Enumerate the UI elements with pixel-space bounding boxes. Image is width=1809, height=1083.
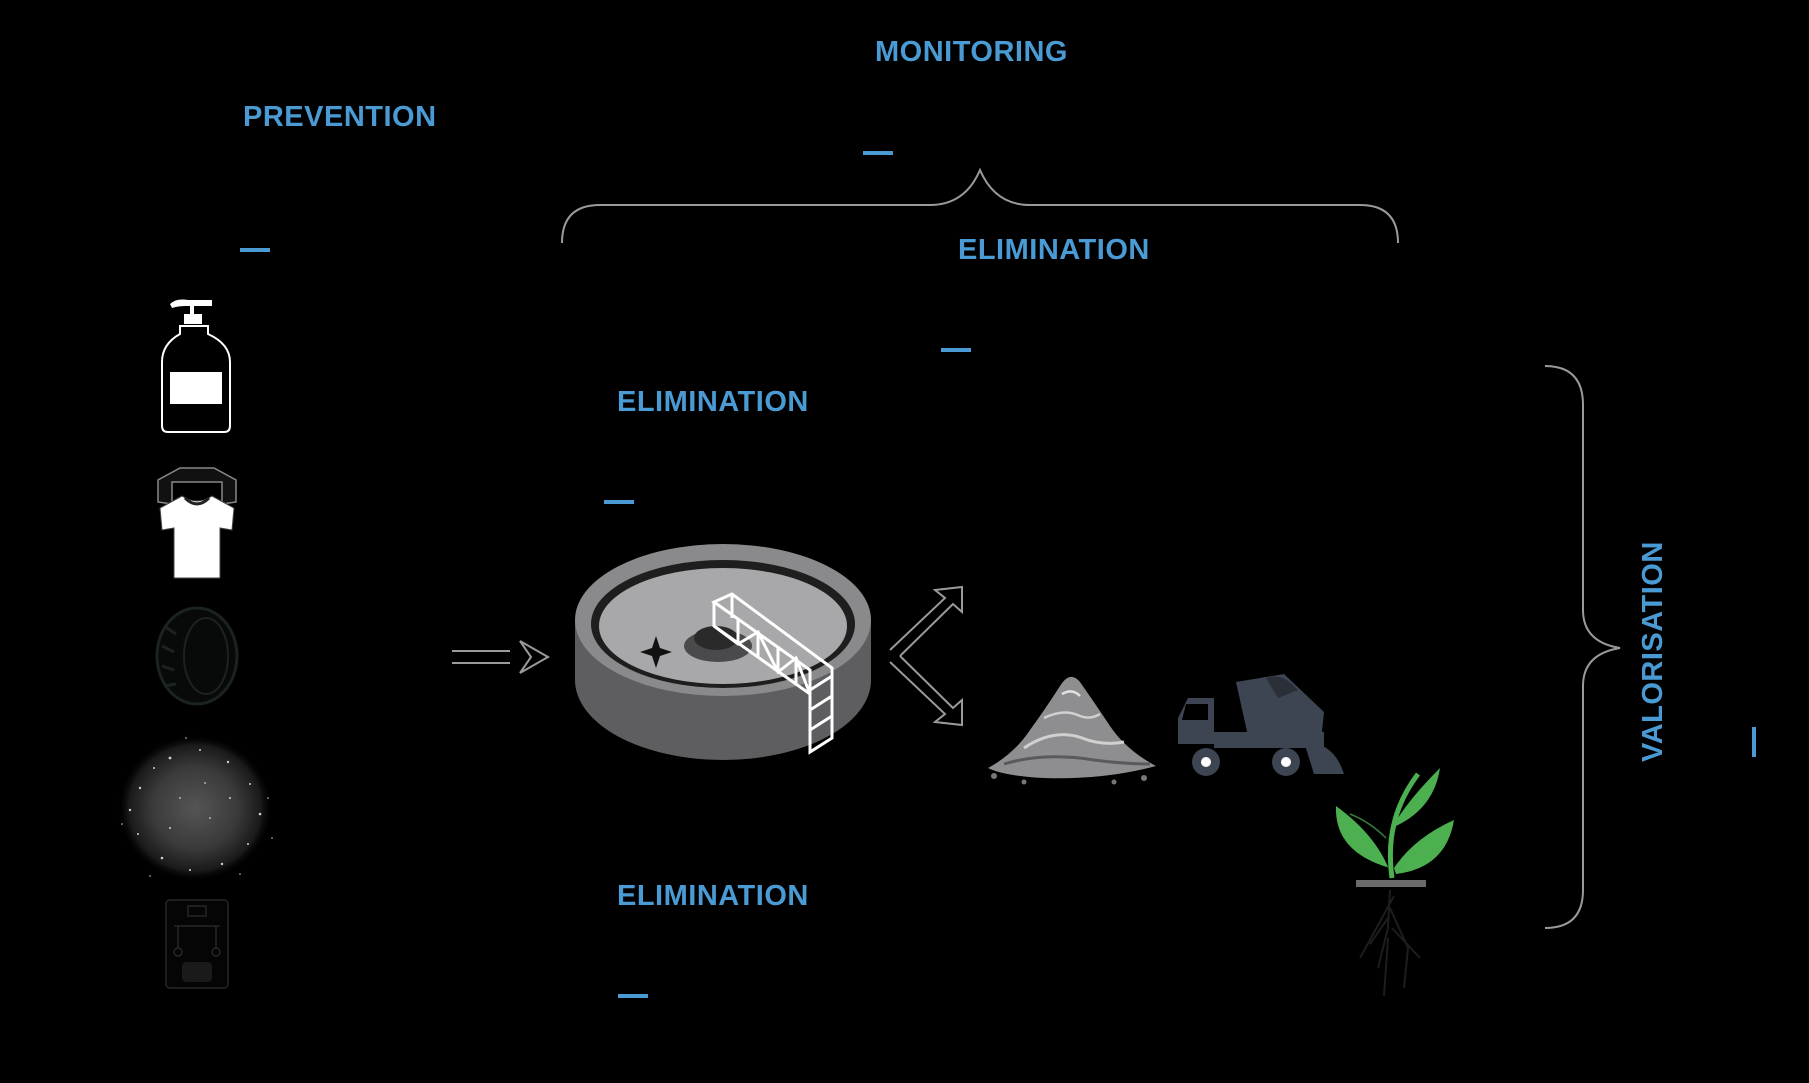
plant-icon — [1335, 768, 1454, 997]
elimination-middle-dash — [604, 500, 634, 504]
monitoring-dash — [863, 151, 893, 155]
elimination-bottom-dash — [618, 994, 648, 998]
clarifier-tank-icon — [575, 544, 871, 760]
tire-icon — [155, 606, 239, 706]
elimination-top-dash — [941, 348, 971, 352]
monitoring-label: MONITORING — [875, 36, 1068, 68]
elimination-bottom-label: ELIMINATION — [617, 880, 809, 912]
circuit-board-icon — [165, 899, 229, 989]
elimination-top-label: ELIMINATION — [958, 234, 1150, 266]
arrow-right-icon — [452, 640, 551, 674]
dump-truck-icon — [1178, 674, 1344, 776]
prevention-label: PREVENTION — [243, 101, 437, 133]
t-shirt-icon — [157, 467, 237, 579]
valorisation-brace — [1544, 365, 1621, 929]
branch-arrows-icon — [889, 585, 963, 727]
prevention-dash — [240, 248, 270, 252]
sludge-pile-icon — [988, 676, 1156, 785]
microparticles-icon — [117, 734, 273, 882]
soap-bottle-icon — [161, 299, 231, 433]
monitoring-brace — [561, 167, 1399, 244]
elimination-middle-label: ELIMINATION — [617, 386, 809, 418]
valorisation-dash — [1752, 727, 1756, 757]
